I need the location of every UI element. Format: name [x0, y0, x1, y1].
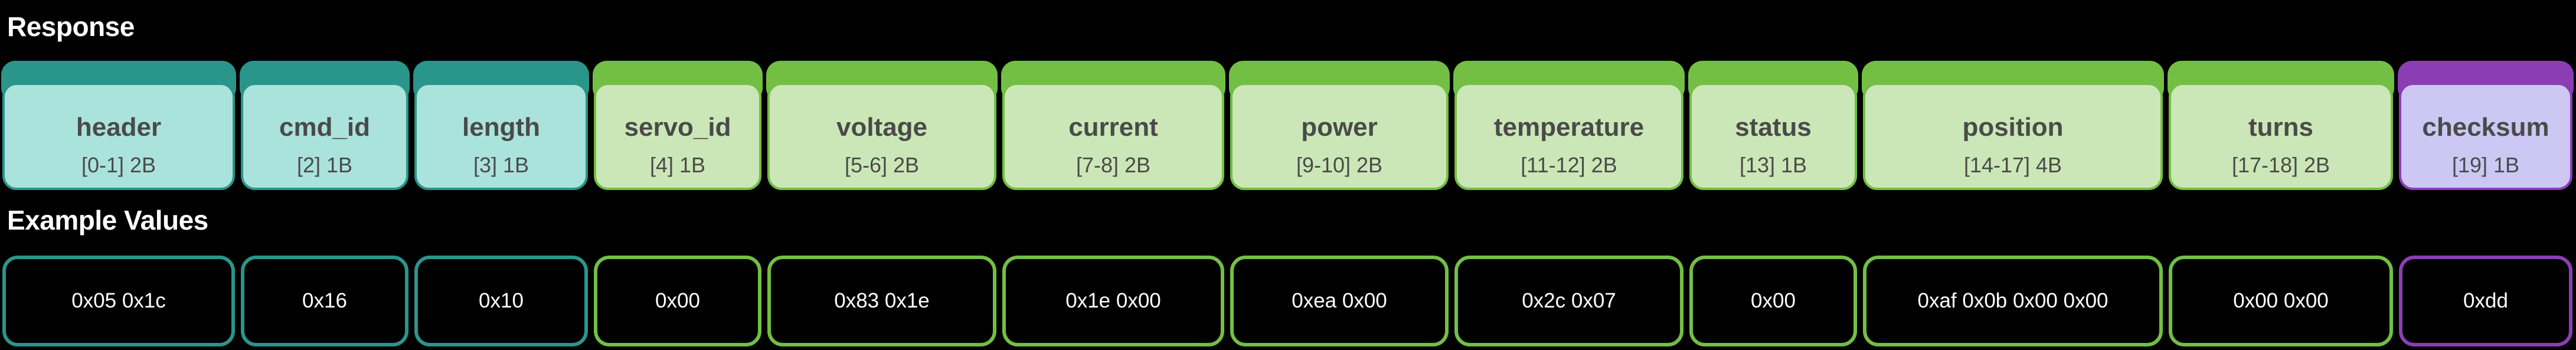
- field-name-label: length: [462, 113, 540, 142]
- value-length: 0x10: [414, 256, 588, 346]
- field-bytes-label: [13] 1B: [1739, 153, 1807, 177]
- field-bytes-label: [5-6] 2B: [844, 153, 920, 177]
- value-box-checksum: 0xdd: [2399, 256, 2572, 346]
- value-box-cmd_id: 0x16: [241, 256, 408, 346]
- value-cmd_id: 0x16: [241, 256, 408, 346]
- field-body-turns: turns [17-18] 2B: [2169, 83, 2393, 190]
- field-power: power [9-10] 2B: [1229, 61, 1450, 190]
- value-text: 0xdd: [2463, 289, 2508, 312]
- value-checksum: 0xdd: [2399, 256, 2572, 346]
- response-title: Response: [7, 11, 135, 42]
- field-servo_id: servo_id [4] 1B: [593, 61, 763, 190]
- field-bytes-label: [14-17] 4B: [1963, 153, 2062, 177]
- field-body-length: length [3] 1B: [414, 83, 588, 190]
- field-bytes-label: [7-8] 2B: [1075, 153, 1151, 177]
- field-temperature: temperature [11-12] 2B: [1453, 61, 1685, 190]
- value-power: 0xea 0x00: [1230, 256, 1449, 346]
- value-box-power: 0xea 0x00: [1230, 256, 1449, 346]
- field-body-power: power [9-10] 2B: [1230, 83, 1449, 190]
- value-text: 0x00: [655, 289, 700, 312]
- field-body-status: status [13] 1B: [1689, 83, 1857, 190]
- value-text: 0xaf 0x0b 0x00 0x00: [1917, 289, 2108, 312]
- value-text: 0x83 0x1e: [834, 289, 930, 312]
- value-turns: 0x00 0x00: [2169, 256, 2393, 346]
- field-name-label: current: [1068, 113, 1158, 142]
- field-header: header [0-1] 2B: [1, 61, 236, 190]
- field-name-label: position: [1962, 113, 2064, 142]
- value-position: 0xaf 0x0b 0x00 0x00: [1863, 256, 2163, 346]
- field-name-label: status: [1735, 113, 1812, 142]
- field-name-label: power: [1301, 113, 1378, 142]
- value-box-position: 0xaf 0x0b 0x00 0x00: [1863, 256, 2163, 346]
- field-bytes-label: [0-1] 2B: [81, 153, 156, 177]
- value-box-current: 0x1e 0x00: [1002, 256, 1224, 346]
- value-text: 0x05 0x1c: [71, 289, 166, 312]
- value-box-length: 0x10: [414, 256, 588, 346]
- field-status: status [13] 1B: [1688, 61, 1858, 190]
- value-text: 0x1e 0x00: [1065, 289, 1161, 312]
- field-length: length [3] 1B: [413, 61, 589, 190]
- value-current: 0x1e 0x00: [1002, 256, 1224, 346]
- field-position: position [14-17] 4B: [1862, 61, 2164, 190]
- value-box-turns: 0x00 0x00: [2169, 256, 2393, 346]
- field-body-checksum: checksum [19] 1B: [2399, 83, 2572, 190]
- field-name-label: turns: [2248, 113, 2313, 142]
- field-bytes-label: [3] 1B: [473, 153, 529, 177]
- field-turns: turns [17-18] 2B: [2168, 61, 2394, 190]
- field-body-cmd_id: cmd_id [2] 1B: [241, 83, 408, 190]
- field-bytes-label: [2] 1B: [296, 153, 353, 177]
- value-voltage: 0x83 0x1e: [767, 256, 996, 346]
- value-servo_id: 0x00: [594, 256, 761, 346]
- values-row: 0x05 0x1c 0x16 0x10 0x00 0x83 0x1e 0x1e 0x00 0…: [2, 256, 2572, 346]
- value-box-voltage: 0x83 0x1e: [767, 256, 996, 346]
- field-current: current [7-8] 2B: [1001, 61, 1225, 190]
- field-name-label: voltage: [836, 113, 928, 142]
- field-body-voltage: voltage [5-6] 2B: [767, 83, 996, 190]
- field-body-header: header [0-1] 2B: [2, 83, 235, 190]
- field-name-label: servo_id: [624, 113, 731, 142]
- field-body-servo_id: servo_id [4] 1B: [594, 83, 761, 190]
- field-body-current: current [7-8] 2B: [1002, 83, 1224, 190]
- value-text: 0x16: [302, 289, 347, 312]
- field-checksum: checksum [19] 1B: [2398, 61, 2574, 190]
- field-name-label: header: [76, 113, 162, 142]
- field-body-temperature: temperature [11-12] 2B: [1454, 83, 1683, 190]
- field-bytes-label: [19] 1B: [2451, 153, 2520, 177]
- value-text: 0xea 0x00: [1292, 289, 1387, 312]
- field-bytes-label: [9-10] 2B: [1296, 153, 1383, 177]
- field-bytes-label: [11-12] 2B: [1521, 153, 1617, 177]
- field-name-label: temperature: [1493, 113, 1645, 142]
- field-bytes-label: [17-18] 2B: [2231, 153, 2330, 177]
- value-box-temperature: 0x2c 0x07: [1454, 256, 1683, 346]
- example-values-title: Example Values: [7, 205, 208, 235]
- value-text: 0x2c 0x07: [1522, 289, 1616, 312]
- field-name-label: cmd_id: [279, 113, 371, 142]
- value-status: 0x00: [1689, 256, 1857, 346]
- value-box-servo_id: 0x00: [594, 256, 761, 346]
- field-bytes-label: [4] 1B: [649, 153, 706, 177]
- value-text: 0x00: [1751, 289, 1796, 312]
- field-name-label: checksum: [2422, 113, 2549, 142]
- value-box-status: 0x00: [1689, 256, 1857, 346]
- field-body-position: position [14-17] 4B: [1863, 83, 2163, 190]
- fields-row: header [0-1] 2B cmd_id [2] 1B length [3] 1B se…: [1, 61, 2574, 190]
- value-text: 0x00 0x00: [2233, 289, 2329, 312]
- field-voltage: voltage [5-6] 2B: [766, 61, 998, 190]
- value-text: 0x10: [479, 289, 524, 312]
- value-temperature: 0x2c 0x07: [1454, 256, 1683, 346]
- value-header: 0x05 0x1c: [2, 256, 235, 346]
- field-cmd_id: cmd_id [2] 1B: [240, 61, 410, 190]
- value-box-header: 0x05 0x1c: [2, 256, 235, 346]
